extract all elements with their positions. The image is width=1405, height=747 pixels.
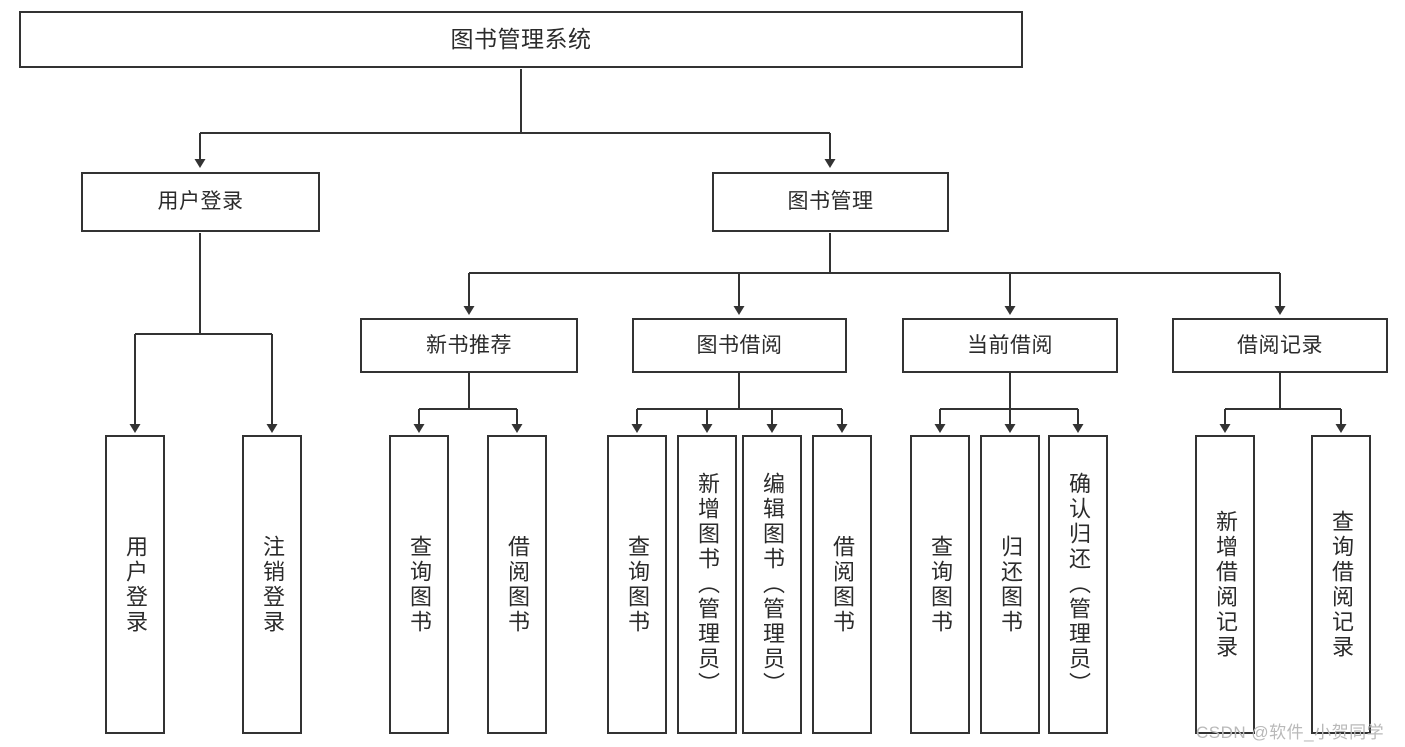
leaf-query-book-3-label: 查询图书	[928, 534, 953, 635]
leaf-borrow-book-2[interactable]: 借阅图书	[812, 435, 872, 734]
node-book-manage-label: 图书管理	[787, 190, 874, 214]
leaf-user-login-label: 用户登录	[123, 534, 148, 635]
node-current-borrow-label: 当前借阅	[967, 333, 1053, 357]
leaf-add-book-label: 新增图书（管理员）	[695, 472, 720, 697]
leaf-query-record[interactable]: 查询借阅记录	[1311, 435, 1371, 734]
leaf-borrow-book-2-label: 借阅图书	[830, 534, 855, 635]
leaf-return-book[interactable]: 归还图书	[980, 435, 1040, 734]
leaf-add-record[interactable]: 新增借阅记录	[1195, 435, 1255, 734]
node-book-borrow-label: 图书借阅	[696, 333, 783, 357]
leaf-logout[interactable]: 注销登录	[242, 435, 302, 734]
node-book-manage[interactable]: 图书管理	[712, 172, 949, 232]
node-user-login-label: 用户登录	[157, 190, 244, 214]
leaf-return-book-label: 归还图书	[998, 534, 1023, 635]
node-borrow-record-label: 借阅记录	[1237, 333, 1323, 357]
leaf-query-book-2-label: 查询图书	[625, 534, 650, 635]
leaf-add-record-label: 新增借阅记录	[1213, 509, 1238, 660]
csdn-watermark: CSDN @软件_小贺同学	[1196, 723, 1385, 742]
leaf-edit-book[interactable]: 编辑图书（管理员）	[742, 435, 802, 734]
leaf-query-book-2[interactable]: 查询图书	[607, 435, 667, 734]
leaf-logout-label: 注销登录	[260, 534, 285, 635]
leaf-confirm-return-label: 确认归还（管理员）	[1066, 472, 1091, 697]
leaf-query-book-1[interactable]: 查询图书	[389, 435, 449, 734]
leaf-query-book-1-label: 查询图书	[407, 534, 432, 635]
leaf-edit-book-label: 编辑图书（管理员）	[760, 472, 785, 697]
leaf-borrow-book-1-label: 借阅图书	[505, 534, 530, 635]
node-new-book-recommend[interactable]: 新书推荐	[360, 318, 578, 373]
node-user-login[interactable]: 用户登录	[81, 172, 320, 232]
leaf-user-login[interactable]: 用户登录	[105, 435, 165, 734]
leaf-add-book[interactable]: 新增图书（管理员）	[677, 435, 737, 734]
node-current-borrow[interactable]: 当前借阅	[902, 318, 1118, 373]
leaf-borrow-book-1[interactable]: 借阅图书	[487, 435, 547, 734]
node-root-label: 图书管理系统	[450, 25, 592, 52]
leaf-confirm-return[interactable]: 确认归还（管理员）	[1048, 435, 1108, 734]
node-root[interactable]: 图书管理系统	[19, 11, 1023, 68]
node-borrow-record[interactable]: 借阅记录	[1172, 318, 1388, 373]
leaf-query-record-label: 查询借阅记录	[1329, 509, 1354, 660]
leaf-query-book-3[interactable]: 查询图书	[910, 435, 970, 734]
node-book-borrow[interactable]: 图书借阅	[632, 318, 847, 373]
node-new-book-recommend-label: 新书推荐	[426, 333, 512, 357]
